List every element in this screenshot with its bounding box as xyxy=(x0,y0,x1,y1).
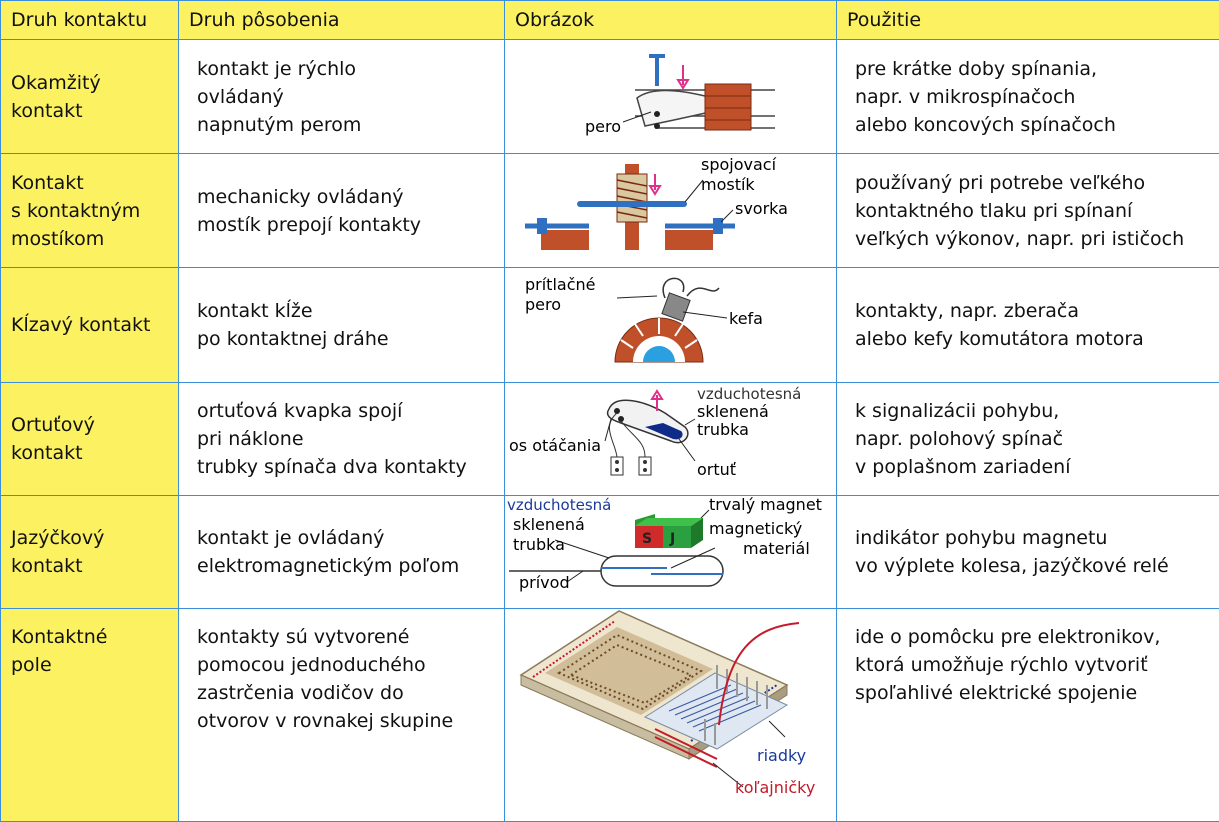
reed-contact-illustration: S J vzduchotesná sklenená trubka trvalý … xyxy=(505,496,837,609)
contact-name: Kĺzavý kontakt xyxy=(1,268,179,383)
table-row: Okamžitý kontakt kontakt je rýchlo ovlád… xyxy=(1,40,1219,154)
contact-usage: pre krátke doby spínania, napr. v mikros… xyxy=(837,40,1219,154)
label-ortut: ortuť xyxy=(697,460,736,479)
contact-action: kontakt je ovládaný elektromagnetickým p… xyxy=(179,496,505,609)
table-row: Kontakt s kontaktným mostíkom mechanicky… xyxy=(1,154,1219,268)
label-kolajnicky: koľajničky xyxy=(735,778,815,797)
header-obrazok: Obrázok xyxy=(505,1,837,40)
magnet-pole-s: S xyxy=(642,531,652,547)
label-os-otacania: os otáčania xyxy=(509,436,601,455)
label-trubka: trubka xyxy=(513,535,565,554)
label-magneticky: magnetický xyxy=(709,519,802,538)
label-sklenena: sklenená xyxy=(513,515,585,534)
contact-action: ortuťová kvapka spojí pri náklone trubky… xyxy=(179,383,505,496)
contact-name: Ortuťový kontakt xyxy=(1,383,179,496)
contact-action: kontakty sú vytvorené pomocou jednoduché… xyxy=(179,609,505,822)
label-privod: prívod xyxy=(519,573,570,592)
contact-usage: používaný pri potrebe veľkého kontaktnéh… xyxy=(837,154,1219,268)
label-riadky: riadky xyxy=(757,746,806,765)
contact-action: kontakt kĺže po kontaktnej dráhe xyxy=(179,268,505,383)
label-mostik: mostík xyxy=(701,175,755,194)
table-row: Jazýčkový kontakt kontakt je ovládaný el… xyxy=(1,496,1219,609)
contact-name: Jazýčkový kontakt xyxy=(1,496,179,609)
label-kefa: kefa xyxy=(729,309,763,328)
contact-action: mechanicky ovládaný mostík prepojí konta… xyxy=(179,154,505,268)
label-svorka: svorka xyxy=(735,199,788,218)
header-druh-kontaktu: Druh kontaktu xyxy=(1,1,179,40)
breadboard-illustration: riadky koľajničky xyxy=(505,609,837,822)
sliding-contact-illustration: prítlačné pero kefa xyxy=(505,268,837,383)
table-row: Kontaktné pole kontakty sú vytvorené pom… xyxy=(1,609,1219,822)
bridge-contact-illustration: spojovací mostík svorka xyxy=(505,154,837,268)
contact-usage: indikátor pohybu magnetu vo výplete kole… xyxy=(837,496,1219,609)
table-row: Ortuťový kontakt ortuťová kvapka spojí p… xyxy=(1,383,1219,496)
contact-name: Okamžitý kontakt xyxy=(1,40,179,154)
label-pritlacne: prítlačné xyxy=(525,275,595,294)
header-row: Druh kontaktu Druh pôsobenia Obrázok Pou… xyxy=(1,1,1219,40)
label-sklenena: sklenená xyxy=(697,402,769,421)
header-druh-posobenia: Druh pôsobenia xyxy=(179,1,505,40)
contact-name: Kontakt s kontaktným mostíkom xyxy=(1,154,179,268)
header-pouzitie: Použitie xyxy=(837,1,1219,40)
magnet-pole-j: J xyxy=(669,531,675,547)
contact-usage: kontakty, napr. zberača alebo kefy komut… xyxy=(837,268,1219,383)
snap-contact-illustration: pero xyxy=(505,40,837,154)
contact-usage: k signalizácii pohybu, napr. polohový sp… xyxy=(837,383,1219,496)
contact-action: kontakt je rýchlo ovládaný napnutým pero… xyxy=(179,40,505,154)
mercury-contact-illustration: vzduchotesná sklenená trubka os otáčania… xyxy=(505,383,837,496)
contact-name: Kontaktné pole xyxy=(1,609,179,822)
label-pero: pero xyxy=(525,295,561,314)
label-trvaly-magnet: trvalý magnet xyxy=(709,496,822,514)
label-vzduchotesna: vzduchotesná xyxy=(697,385,801,403)
label-vzduchotesna: vzduchotesná xyxy=(507,496,611,514)
table-row: Kĺzavý kontakt kontakt kĺže po kontaktne… xyxy=(1,268,1219,383)
label-pero: pero xyxy=(585,117,621,136)
label-material: materiál xyxy=(743,539,810,558)
contact-usage: ide o pomôcku pre elektronikov, ktorá um… xyxy=(837,609,1219,822)
label-spojovaci: spojovací xyxy=(701,155,777,174)
label-trubka: trubka xyxy=(697,420,749,439)
